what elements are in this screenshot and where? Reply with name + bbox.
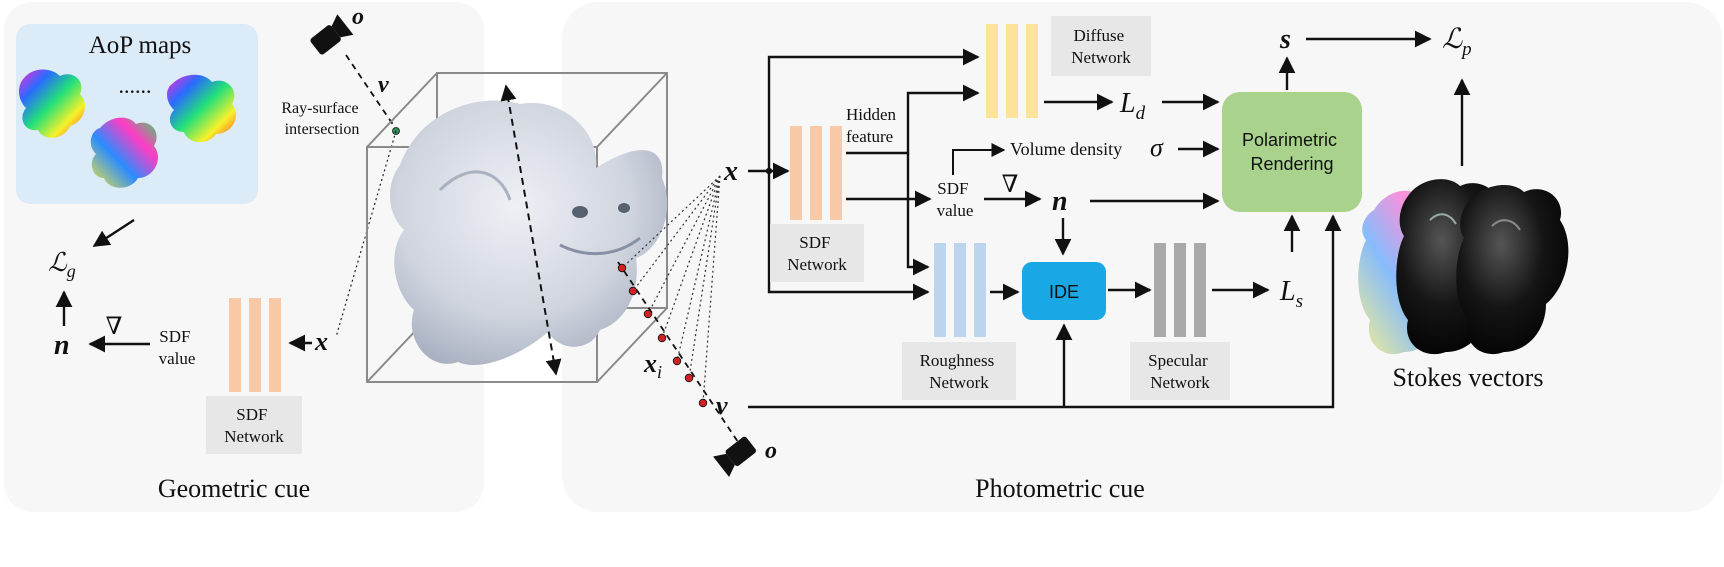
sample-point bbox=[643, 309, 653, 319]
sdf-network-right bbox=[790, 126, 842, 220]
ide-label: IDE bbox=[1049, 282, 1079, 302]
specular-network-label: Specular Network bbox=[1148, 351, 1212, 392]
arrow-x-to-diffuse bbox=[767, 48, 980, 171]
radiance-ld: Ld bbox=[1119, 88, 1146, 124]
sample-point bbox=[672, 356, 682, 366]
sdf-network-left bbox=[229, 298, 281, 392]
specular-network-label-bg bbox=[1130, 342, 1230, 400]
specular-network bbox=[1154, 243, 1206, 337]
sample-point bbox=[628, 286, 638, 296]
camera-icon-top bbox=[310, 14, 354, 55]
arrow-x-to-roughness bbox=[767, 171, 930, 301]
sample-point bbox=[657, 333, 667, 343]
sdf-value-left: SDF value bbox=[159, 327, 196, 368]
point-x-right: x bbox=[723, 156, 738, 187]
diffuse-network-label-bg bbox=[1051, 16, 1151, 76]
diffuse-network-label: Diffuse Network bbox=[1071, 26, 1131, 67]
polarimetric-rendering-block bbox=[1222, 92, 1362, 212]
sigma-symbol: σ bbox=[1150, 133, 1164, 162]
ray-surface-label: Ray-surface intersection bbox=[281, 100, 362, 138]
ray-bottom bbox=[617, 261, 739, 443]
sdf-value-right: SDF value bbox=[937, 179, 974, 220]
stokes-vector-images bbox=[1358, 179, 1569, 355]
loss-lg: ℒg bbox=[48, 248, 76, 281]
normal-n-right: n bbox=[1052, 186, 1068, 217]
sample-point bbox=[698, 398, 708, 408]
hidden-feature-label: Hidden feature bbox=[846, 105, 900, 146]
sample-points bbox=[617, 263, 708, 408]
sdf-network-right-label: SDF Network bbox=[787, 233, 847, 274]
stokes-s: s bbox=[1279, 24, 1291, 55]
roughness-network bbox=[934, 243, 986, 337]
arrow-aop-to-lg bbox=[92, 218, 135, 248]
sdf-network-right-label-bg bbox=[770, 224, 864, 282]
polarimetric-rendering-label: Polarimetric Rendering bbox=[1242, 130, 1342, 174]
nabla-left: ∇ bbox=[106, 314, 123, 340]
arrow-sdfvalue-to-density bbox=[952, 143, 1006, 175]
ide-block bbox=[1022, 262, 1106, 320]
normal-n-left: n bbox=[54, 330, 70, 361]
arrow-hidden-to-roughness bbox=[906, 153, 930, 276]
aop-map-thumbnail bbox=[167, 74, 237, 143]
arrow-hidden-to-diffuse bbox=[846, 84, 980, 155]
volume-density-label: Volume density bbox=[1010, 139, 1122, 159]
aop-map-thumbnail bbox=[90, 117, 159, 188]
aop-maps-box bbox=[16, 24, 258, 204]
dotted-ray-to-x bbox=[335, 130, 397, 338]
camera-icon-bottom bbox=[713, 436, 756, 478]
sample-point bbox=[617, 263, 627, 273]
view-v-bottom: v bbox=[716, 391, 728, 420]
sdf-network-left-label: SDF Network bbox=[224, 405, 284, 446]
aop-maps-dots: ...... bbox=[119, 73, 152, 98]
view-v-top: v bbox=[378, 72, 389, 98]
origin-o-bottom: o bbox=[765, 438, 777, 464]
nabla-right: ∇ bbox=[1002, 172, 1019, 198]
diffuse-network bbox=[986, 24, 1038, 118]
cube-diagonal-arrow bbox=[500, 84, 562, 376]
origin-o-top: o bbox=[352, 4, 364, 30]
point-x-left: x bbox=[314, 327, 328, 356]
ray-top bbox=[345, 54, 399, 133]
sample-rays bbox=[621, 175, 721, 404]
photometric-cue-caption: Photometric cue bbox=[975, 474, 1145, 503]
geometric-cue-caption: Geometric cue bbox=[158, 474, 310, 503]
photometric-panel bbox=[562, 2, 1722, 512]
aop-map-thumbnail bbox=[19, 69, 85, 138]
arrow-v-to-render bbox=[748, 214, 1342, 409]
roughness-network-label-bg bbox=[902, 342, 1016, 400]
stokes-vectors-label: Stokes vectors bbox=[1393, 363, 1544, 392]
roughness-network-label: Roughness Network bbox=[920, 351, 999, 392]
loss-lp: ℒp bbox=[1442, 24, 1472, 60]
radiance-ls: Ls bbox=[1279, 276, 1303, 312]
sample-xi: xi bbox=[643, 349, 662, 382]
aop-maps-title: AoP maps bbox=[89, 32, 192, 59]
sample-point bbox=[684, 373, 694, 383]
sdf-network-left-label-bg bbox=[206, 396, 302, 454]
